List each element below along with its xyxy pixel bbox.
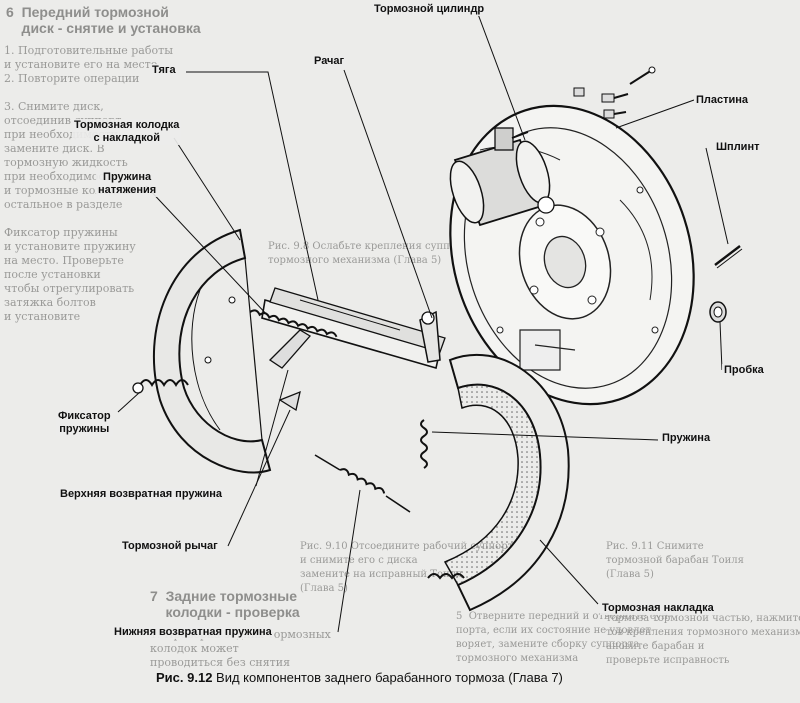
rod-strut [261, 287, 446, 370]
figure-number: Рис. 9.12 [156, 670, 213, 685]
lever-arm [419, 310, 441, 363]
label-brake-lever: Тормозной рычаг [120, 540, 220, 553]
label-brake-shoe: Тормозная колодка с накладкой [72, 119, 182, 145]
label-spring: Пружина [660, 432, 713, 445]
label-split-pin: Шплинт [714, 141, 762, 154]
leader-lines [117, 8, 729, 633]
background-heading-left: 6 Передний тормозной диск - снятие и уст… [6, 4, 201, 36]
label-brake-cylinder: Тормозной цилиндр [372, 3, 487, 16]
spring-retainer-right [427, 573, 465, 580]
brake-shoe-left [152, 228, 272, 474]
label-rod: Тяга [150, 64, 178, 77]
spring-retainer [132, 379, 189, 394]
background-heading-left-bottom: 7 Задние тормозные колодки - проверка [150, 588, 300, 620]
label-tension-spring: Пружина натяжения [96, 171, 159, 197]
spring-small [420, 419, 428, 469]
background-caption-right: Рис. 9.11 Снимите тормозной барабан Тоил… [606, 541, 744, 580]
brake-lever-left [268, 329, 312, 412]
background-text-middle: 5 Отверните передний и отверните суп- по… [456, 611, 672, 664]
figure-caption-text: Вид компонентов заднего барабанного торм… [216, 670, 563, 685]
lower-return-spring [314, 454, 411, 513]
label-lever: Рачаг [312, 55, 347, 68]
background-text-left: 1. Подготовительные работы и установите … [4, 44, 173, 323]
figure-caption: Рис. 9.12 Вид компонентов заднего бараба… [152, 668, 700, 687]
label-upper-return-spring: Верхняя возвратная пружина [58, 488, 224, 501]
split-pin [714, 245, 743, 269]
label-brake-lining: Тормозная накладка [600, 602, 716, 615]
label-plug: Пробка [722, 364, 766, 377]
wheel-cylinder [449, 127, 555, 227]
plate-bolts [573, 66, 656, 119]
label-plate: Пластина [694, 94, 751, 107]
label-spring-retainer: Фиксатор пружины [56, 410, 113, 436]
label-lower-return-spring: Нижняя возвратная пружина [112, 626, 274, 639]
background-text-right: тормоза тормозной частью, нажмите бол- т… [606, 613, 800, 666]
plug [709, 301, 727, 323]
